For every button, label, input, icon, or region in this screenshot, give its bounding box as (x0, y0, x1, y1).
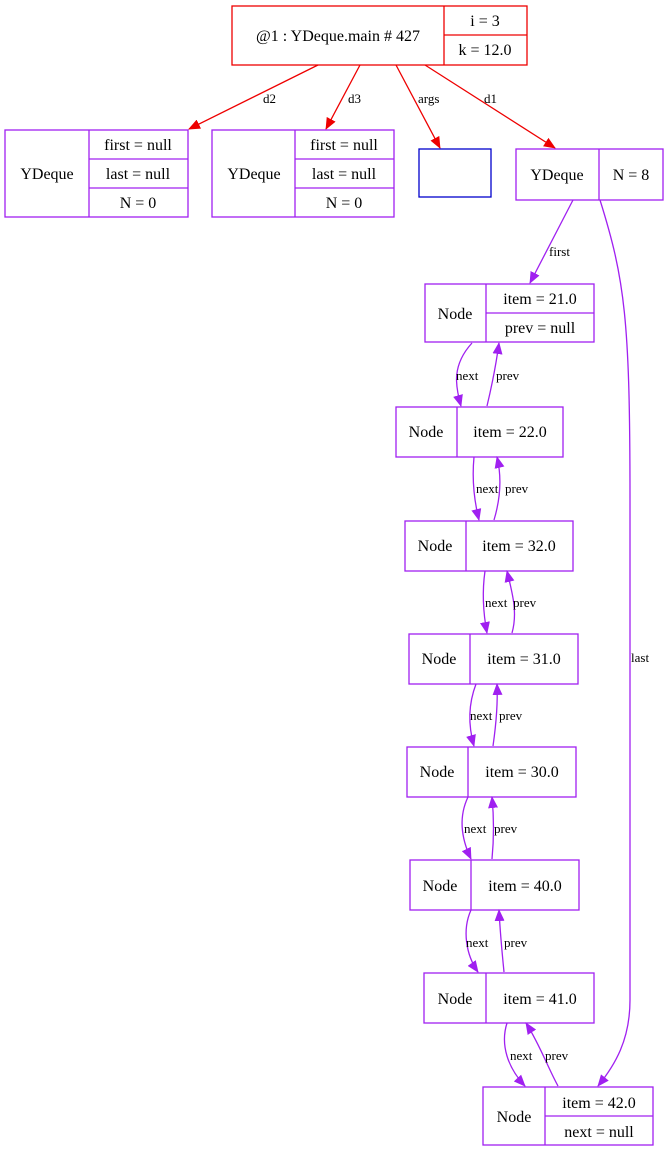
edge-next-3 (466, 683, 477, 747)
edge-prev-4 (488, 796, 499, 860)
edge-label-args: args (418, 91, 439, 106)
node-0-field-prev: prev = null (505, 320, 576, 337)
edge-frame-d3 (325, 64, 361, 130)
deque-d1-field-n: N = 8 (613, 167, 650, 184)
deque-d3-field-first: first = null (310, 137, 378, 154)
node-2: Node item = 32.0 (404, 520, 574, 572)
node-7-label: Node (497, 1109, 532, 1126)
node-6-label: Node (438, 991, 473, 1008)
node-4: Node item = 30.0 (406, 746, 577, 798)
deque-d2-field-n: N = 0 (120, 195, 157, 212)
node-7: Node item = 42.0 next = null (482, 1086, 654, 1146)
edge-label-d3: d3 (348, 91, 361, 106)
edge-label-prev-0: prev (496, 368, 520, 383)
node-0-field-item: item = 21.0 (503, 291, 576, 308)
edge-label-next-4: next (464, 821, 487, 836)
deque-d2-box (4, 129, 189, 218)
edge-label-next-5: next (466, 935, 489, 950)
edge-label-next-3: next (470, 708, 493, 723)
edge-prev-2 (504, 570, 516, 634)
node-7-field-item: item = 42.0 (562, 1095, 635, 1112)
edge-label-next-1: next (476, 481, 499, 496)
deque-d1: YDeque N = 8 (515, 148, 664, 201)
deque-d3: YDeque first = null last = null N = 0 (211, 129, 395, 218)
node-3-field-item: item = 31.0 (487, 651, 560, 668)
deque-d3-label: YDeque (227, 166, 280, 183)
edge-next-1 (471, 456, 482, 521)
edge-prev-1 (493, 456, 505, 521)
node-3-label: Node (422, 651, 457, 668)
deque-d2-field-first: first = null (104, 137, 172, 154)
edge-prev-5 (494, 909, 505, 973)
node-4-box (406, 746, 577, 798)
deque-d2-label: YDeque (20, 166, 73, 183)
frame-field-k: k = 12.0 (458, 42, 511, 59)
node-5-field-item: item = 40.0 (488, 878, 561, 895)
edge-label-prev-5: prev (504, 935, 528, 950)
node-6: Node item = 41.0 (423, 972, 595, 1024)
edge-label-next-0: next (456, 368, 479, 383)
deque-d3-field-n: N = 0 (326, 195, 363, 212)
edge-label-d2: d2 (263, 91, 276, 106)
edge-next-6 (503, 1022, 526, 1087)
deque-d1-box (515, 148, 664, 201)
edge-frame-d2 (188, 64, 319, 130)
node-1-field-item: item = 22.0 (473, 424, 546, 441)
edge-first (529, 199, 574, 284)
edge-prev-3 (492, 683, 503, 747)
edge-label-first: first (549, 244, 570, 259)
node-2-box (404, 520, 574, 572)
deque-d1-label: YDeque (530, 167, 583, 184)
edge-label-prev-3: prev (499, 708, 523, 723)
edges (188, 64, 631, 1087)
node-1-label: Node (409, 424, 444, 441)
node-1: Node item = 22.0 (395, 406, 564, 458)
edge-labels: d2 d3 args d1 first last next prev next … (263, 91, 649, 1063)
edge-prev-0 (486, 342, 503, 407)
deque-d3-field-last: last = null (312, 166, 377, 183)
node-5-box (409, 859, 580, 911)
edge-frame-d1 (424, 64, 556, 149)
node-1-box (395, 406, 564, 458)
node-7-field-next: next = null (564, 1124, 634, 1141)
edge-next-2 (480, 570, 490, 634)
node-4-field-item: item = 30.0 (485, 764, 558, 781)
edge-label-prev-2: prev (513, 595, 537, 610)
deque-d3-box (211, 129, 395, 218)
edge-label-next-2: next (485, 595, 508, 610)
edge-label-prev-1: prev (505, 481, 529, 496)
args-array-box (418, 148, 492, 198)
edge-label-d1: d1 (484, 91, 497, 106)
node-4-label: Node (420, 764, 455, 781)
edge-label-last: last (631, 650, 649, 665)
node-6-box (423, 972, 595, 1024)
deque-d2: YDeque first = null last = null N = 0 (4, 129, 189, 218)
edge-label-prev-6: prev (545, 1048, 569, 1063)
node-2-label: Node (418, 538, 453, 555)
edge-next-0 (453, 342, 473, 407)
node-6-field-item: item = 41.0 (503, 991, 576, 1008)
node-0: Node item = 21.0 prev = null (424, 283, 595, 343)
edge-next-4 (461, 796, 472, 860)
node-2-field-item: item = 32.0 (482, 538, 555, 555)
edge-label-next-6: next (510, 1048, 533, 1063)
frame-title: @1 : YDeque.main # 427 (256, 28, 420, 45)
edge-frame-args (395, 64, 441, 149)
edge-label-prev-4: prev (494, 821, 518, 836)
edge-last (597, 199, 631, 1087)
node-3-box (408, 633, 579, 685)
edge-prev-6 (525, 1022, 559, 1087)
node-0-label: Node (438, 306, 473, 323)
frame-field-i: i = 3 (470, 13, 499, 30)
edge-next-5 (465, 909, 479, 973)
node-5-label: Node (423, 878, 458, 895)
node-5: Node item = 40.0 (409, 859, 580, 911)
stack-frame: @1 : YDeque.main # 427 i = 3 k = 12.0 (231, 5, 528, 66)
deque-d2-field-last: last = null (106, 166, 171, 183)
node-3: Node item = 31.0 (408, 633, 579, 685)
